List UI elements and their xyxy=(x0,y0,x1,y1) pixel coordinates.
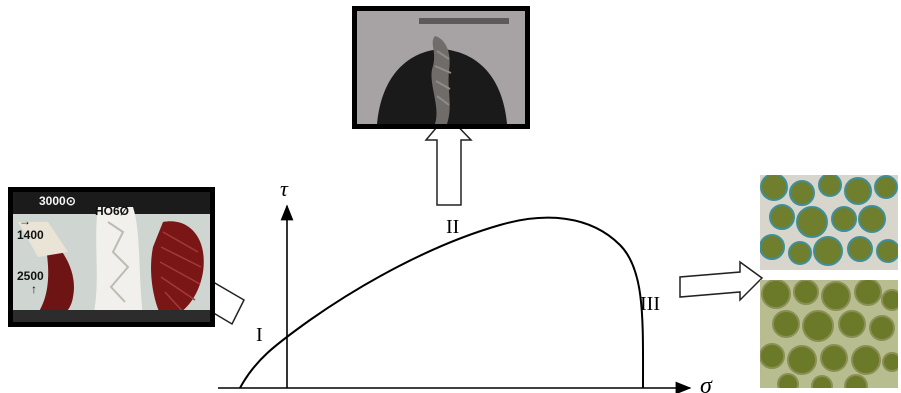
arrow-to-top-photo xyxy=(424,113,473,206)
specimen-arrow-right: → xyxy=(19,214,31,228)
region-label-i: I xyxy=(256,324,263,346)
shear-fracture-illustration xyxy=(357,11,525,124)
sigma-axis-label: σ xyxy=(700,373,713,393)
region-label-ii: II xyxy=(446,216,459,238)
specimen-label-2500: 2500 xyxy=(17,269,44,283)
top-fracture-photo xyxy=(352,6,530,129)
region-label-iii: III xyxy=(640,293,660,315)
specimen-arrow-up: ↑ xyxy=(31,282,37,296)
specimen-label-id: HO6Ø xyxy=(95,204,130,218)
specimen-label-1400: 1400 xyxy=(17,228,44,242)
grain-microstructure-illustration-bottom xyxy=(760,280,898,388)
specimen-label-3000: 3000⊙ xyxy=(39,194,76,208)
right-micro-photo-top xyxy=(760,175,898,270)
arrow-to-right-photos xyxy=(679,260,764,302)
right-micro-photo-bottom xyxy=(760,280,898,388)
fractured-specimen-illustration xyxy=(13,192,210,322)
left-specimen-photo: 3000⊙ HO6Ø → 1400 2500 ↑ xyxy=(8,187,215,327)
tau-axis-label: τ xyxy=(280,176,289,201)
failure-envelope-curve xyxy=(239,216,645,389)
grain-microstructure-illustration-top xyxy=(760,175,898,270)
